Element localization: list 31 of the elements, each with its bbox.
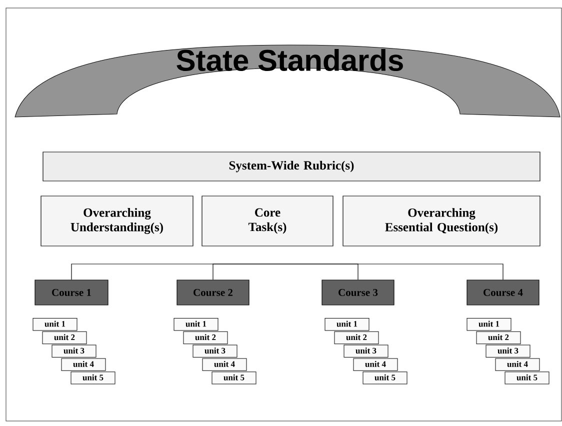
component-box: Core Task(s) [202,196,334,246]
unit-card: unit 2 [183,331,228,344]
unit-card: unit 1 [174,318,218,331]
unit-card: unit 3 [344,344,388,358]
unit-card: unit 1 [466,318,512,331]
connector-line [212,264,290,280]
unit-card: unit 1 [324,318,370,331]
unit-card: unit 3 [52,344,96,358]
unit-card: unit 5 [362,372,408,384]
connector-line [288,264,504,280]
course-box: Course 1 [34,280,108,306]
unit-card: unit 2 [42,331,87,344]
unit-card: unit 4 [61,358,106,371]
course-box: Course 2 [176,280,250,306]
unit-card: unit 5 [70,372,116,384]
title-arch: State Standards [14,44,560,118]
component-box: Overarching Understanding(s) [40,196,194,246]
component-box: Overarching Essential Question(s) [342,196,540,246]
course-box: Course 4 [466,280,540,306]
unit-card: unit 1 [32,318,78,331]
unit-card: unit 5 [504,372,550,384]
unit-card: unit 4 [202,358,247,371]
unit-card: unit 2 [334,331,379,344]
unit-card: unit 4 [495,358,540,371]
unit-card: unit 3 [486,344,530,358]
unit-card: unit 2 [476,331,521,344]
unit-card: unit 4 [353,358,398,371]
course-box: Course 3 [322,280,394,306]
unit-card: unit 5 [212,372,256,384]
unit-card: unit 3 [192,344,238,358]
rubric-box: System-Wide Rubric(s) [42,152,540,182]
